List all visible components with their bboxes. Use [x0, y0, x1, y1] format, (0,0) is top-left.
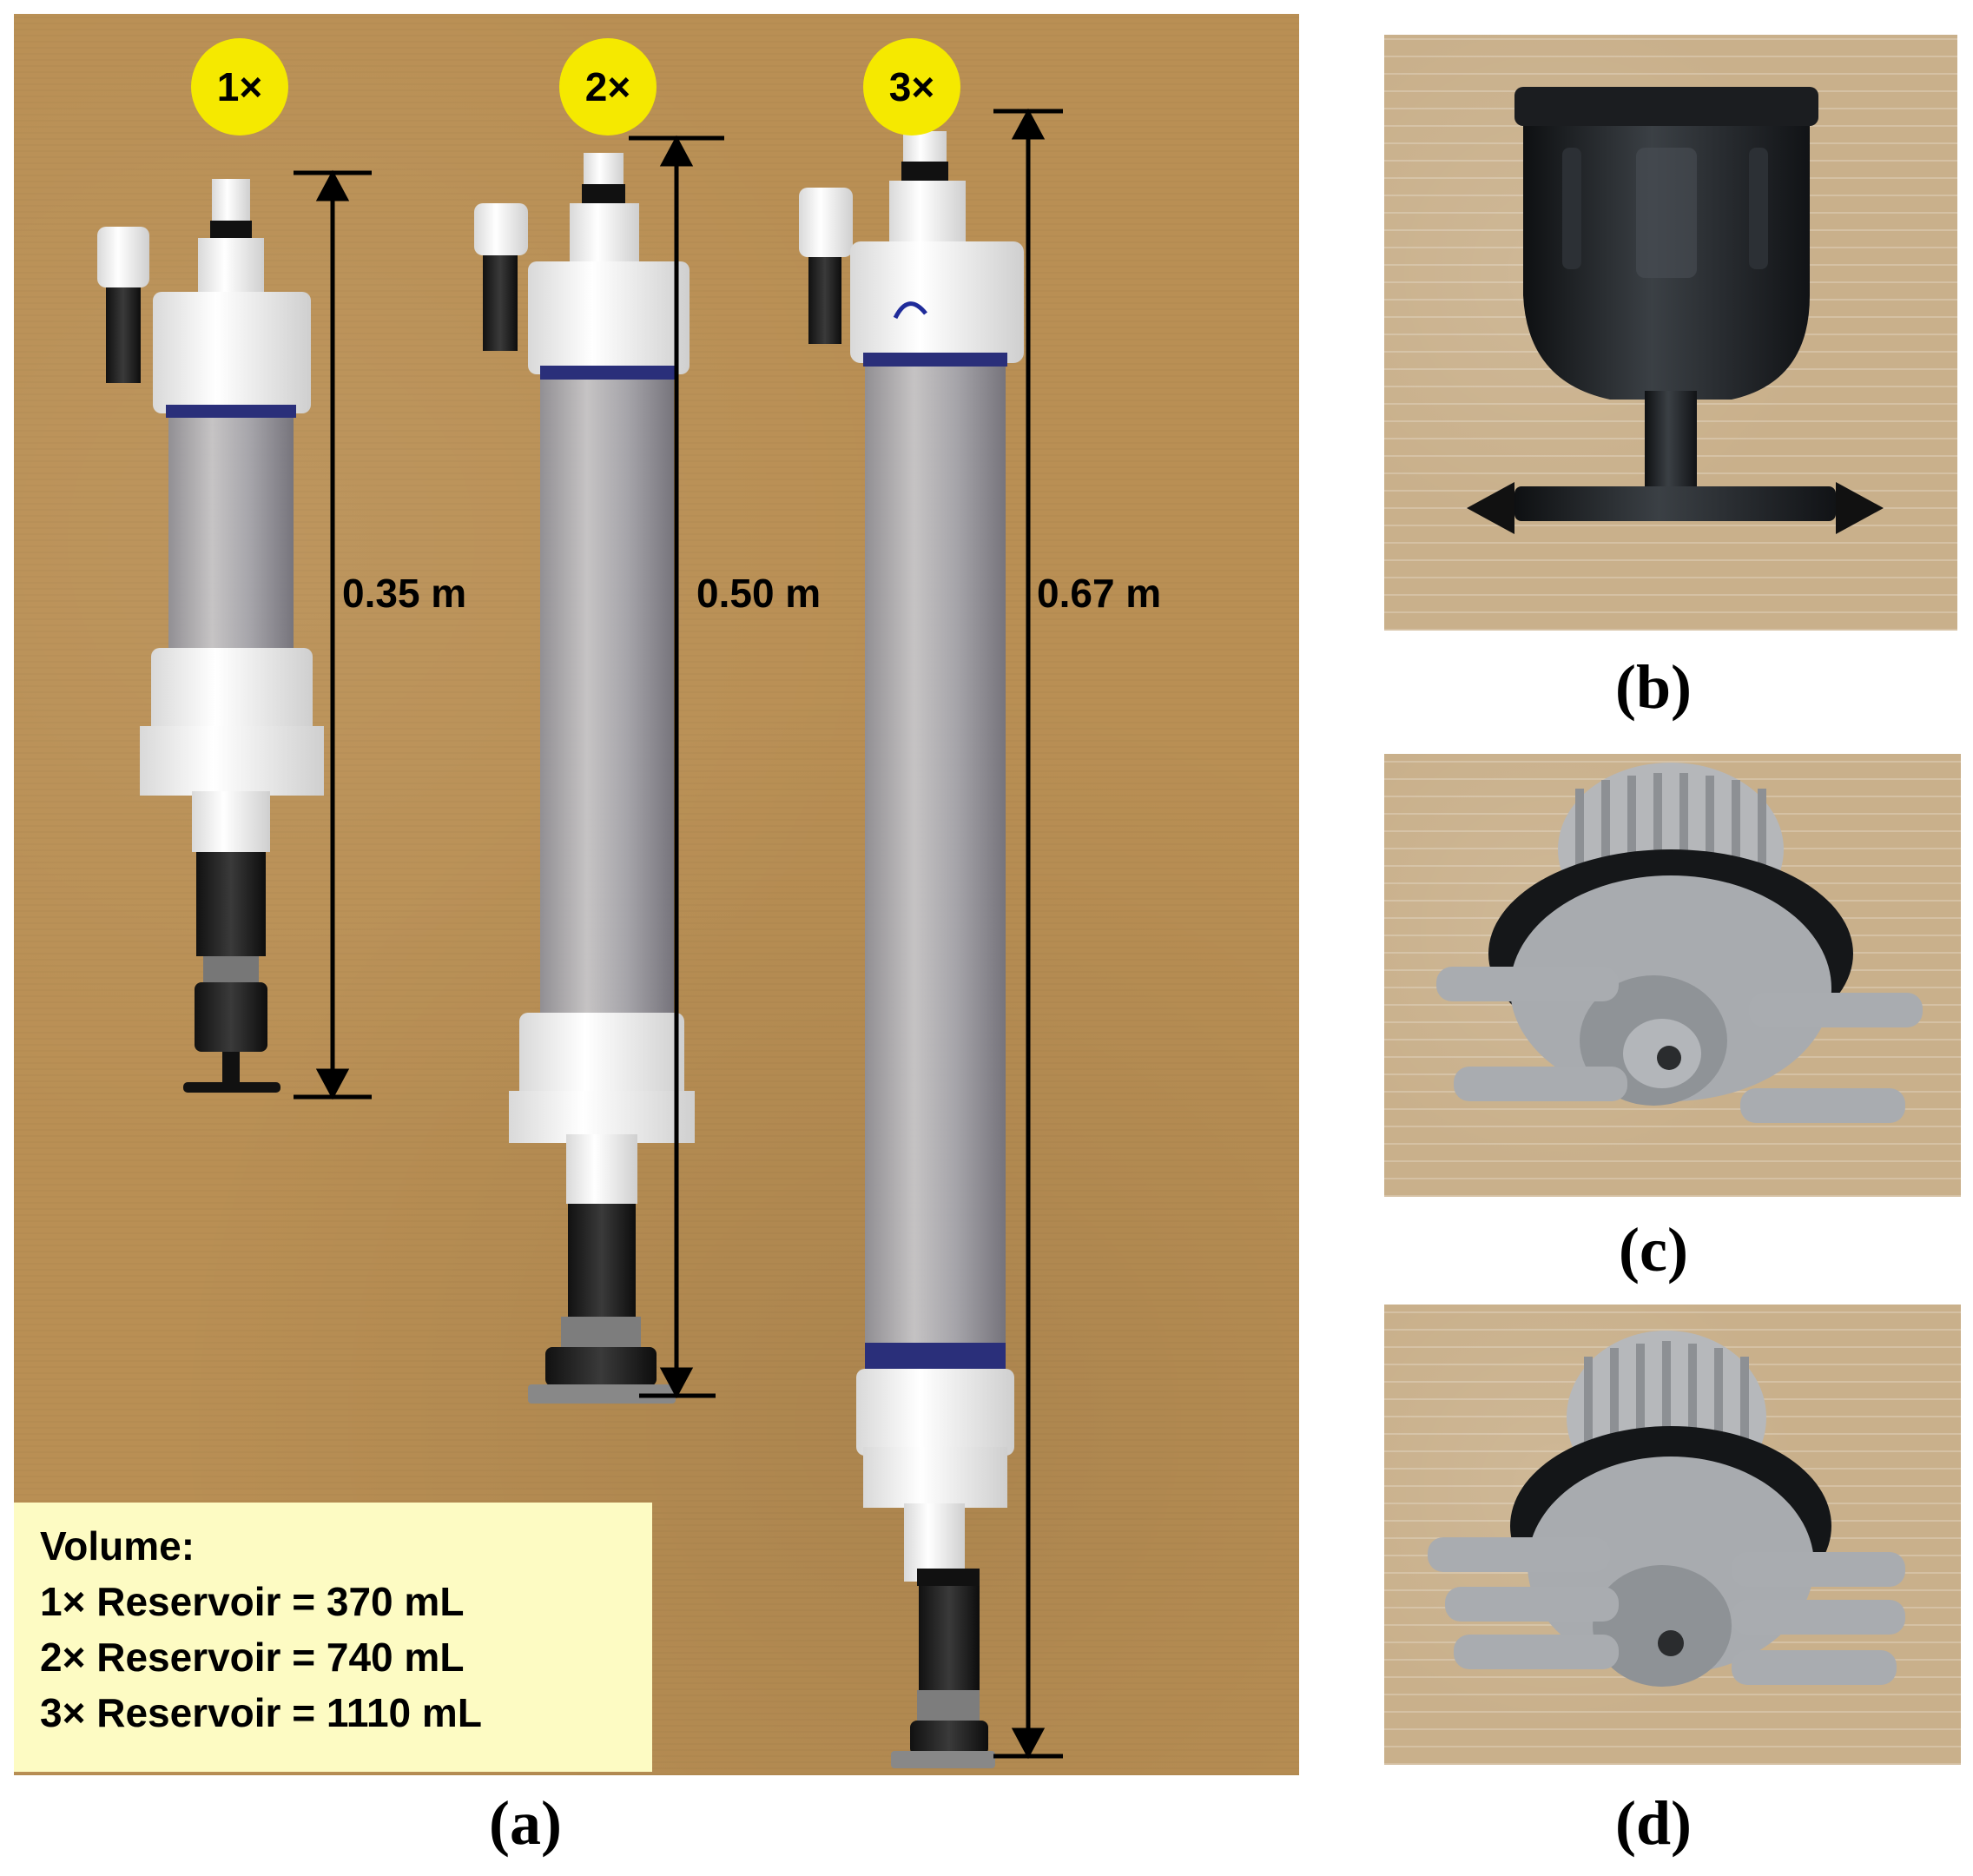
caption-d: (d) [1615, 1788, 1692, 1858]
badge-1x: 1× [191, 38, 288, 135]
caption-b: (b) [1615, 652, 1692, 722]
reservoir-1x [97, 179, 324, 1093]
manifold-2-outlet-image [1436, 763, 1923, 1123]
caption-a: (a) [489, 1788, 562, 1858]
badge-3x: 3× [863, 38, 960, 135]
dimension-arrow-3x [993, 108, 1063, 1760]
volume-title: Volume: [40, 1523, 195, 1569]
reservoir-3x [799, 131, 1024, 1768]
panel-b-photo [1384, 35, 1957, 631]
panel-c-photo [1384, 754, 1961, 1197]
dimension-label-2x: 0.50 m [696, 571, 822, 616]
volume-line-1x: 1× Reservoir = 370 mL [40, 1579, 465, 1624]
panel-d-photo [1384, 1305, 1961, 1765]
reservoir-illustration [97, 108, 1063, 1768]
dripper-cap-image [1467, 87, 1884, 534]
dimension-arrow-2x [629, 135, 724, 1399]
reservoir-2x [474, 153, 695, 1404]
manifold-3-outlet-image [1428, 1331, 1905, 1687]
volume-line-3x: 3× Reservoir = 1110 mL [40, 1690, 482, 1735]
volume-legend: Volume: 1× Reservoir = 370 mL 2× Reservo… [14, 1503, 652, 1772]
badge-2x: 2× [559, 38, 657, 135]
dimension-arrow-1x [294, 169, 372, 1100]
dimension-label-1x: 0.35 m [342, 571, 467, 616]
caption-c: (c) [1619, 1215, 1688, 1285]
dimension-label-3x: 0.67 m [1037, 571, 1162, 616]
panel-a-photo: 1× 2× 3× 0.35 m 0.50 m 0.67 m [14, 14, 1299, 1775]
volume-line-2x: 2× Reservoir = 740 mL [40, 1635, 465, 1680]
